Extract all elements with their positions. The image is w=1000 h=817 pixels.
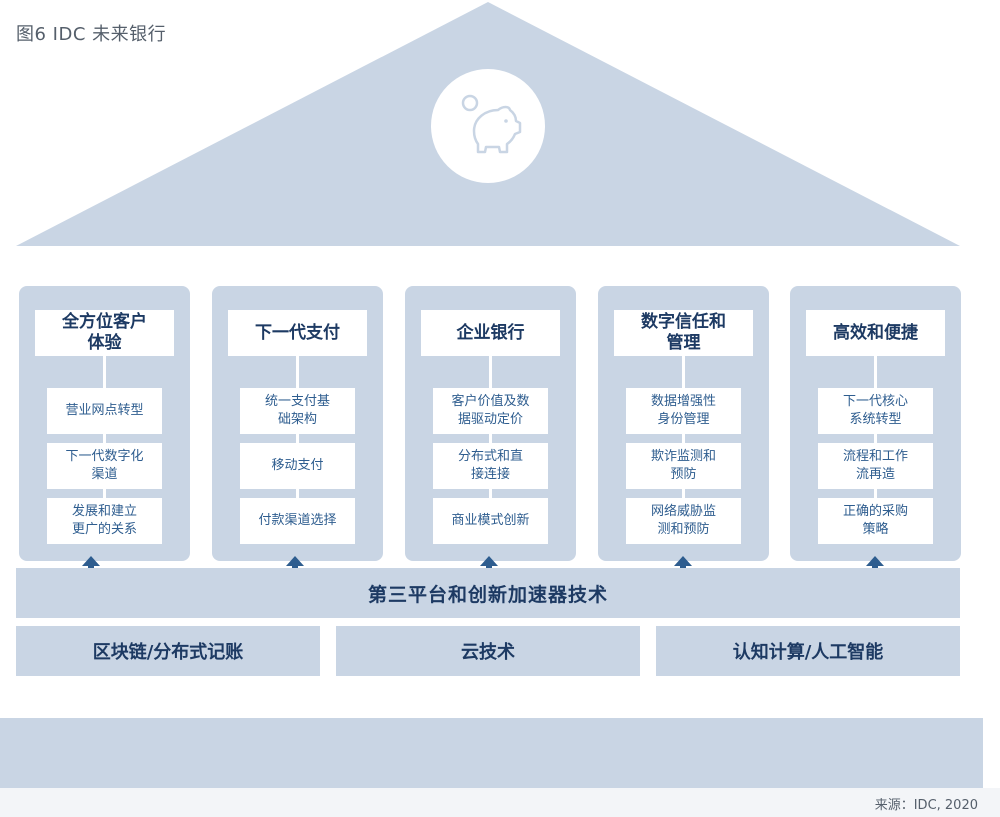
pillar-item: 统一支付基 础架构 — [240, 388, 355, 434]
platform-bar: 第三平台和创新加速器技术 — [16, 568, 960, 618]
bank-foundation — [0, 718, 983, 788]
pillar-item: 下一代数字化 渠道 — [47, 443, 162, 489]
pillar-next-gen-payment: 下一代支付 统一支付基 础架构 移动支付 付款渠道选择 — [212, 286, 383, 561]
figure-title: 图6 IDC 未来银行 — [16, 24, 167, 45]
pillar-item: 付款渠道选择 — [240, 498, 355, 544]
footer-strip — [0, 788, 1000, 817]
pillar-item: 欺诈监测和 预防 — [626, 443, 741, 489]
arrow-up-icon — [866, 556, 884, 576]
pillar-item: 流程和工作 流再造 — [818, 443, 933, 489]
pillar-connector — [874, 336, 877, 536]
pillar-item: 分布式和直 接连接 — [433, 443, 548, 489]
pillar-title: 数字信任和 管理 — [614, 310, 753, 356]
pillar-connector — [103, 336, 106, 536]
pillar-item: 下一代核心 系统转型 — [818, 388, 933, 434]
tech-ai: 认知计算/人工智能 — [656, 626, 960, 676]
pillar-corporate-banking: 企业银行 客户价值及数 据驱动定价 分布式和直 接连接 商业模式创新 — [405, 286, 576, 561]
tech-blockchain: 区块链/分布式记账 — [16, 626, 320, 676]
pillar-item: 网络威胁监 测和预防 — [626, 498, 741, 544]
pillar-item: 发展和建立 更广的关系 — [47, 498, 162, 544]
pillar-item: 商业模式创新 — [433, 498, 548, 544]
tech-cloud: 云技术 — [336, 626, 640, 676]
arrow-up-icon — [82, 556, 100, 576]
pillar-title: 企业银行 — [421, 310, 560, 356]
arrow-up-icon — [674, 556, 692, 576]
pillar-customer-experience: 全方位客户 体验 营业网点转型 下一代数字化 渠道 发展和建立 更广的关系 — [19, 286, 190, 561]
source-note: 来源：IDC, 2020 — [874, 798, 978, 813]
pillar-connector — [682, 336, 685, 536]
piggy-bank-icon — [431, 69, 545, 183]
pillar-connector — [489, 336, 492, 536]
pillar-item: 客户价值及数 据驱动定价 — [433, 388, 548, 434]
arrow-up-icon — [480, 556, 498, 576]
pillar-title: 下一代支付 — [228, 310, 367, 356]
pillar-item: 营业网点转型 — [47, 388, 162, 434]
pillar-item: 正确的采购 策略 — [818, 498, 933, 544]
pillar-efficiency: 高效和便捷 下一代核心 系统转型 流程和工作 流再造 正确的采购 策略 — [790, 286, 961, 561]
arrow-up-icon — [286, 556, 304, 576]
pillar-title: 高效和便捷 — [806, 310, 945, 356]
pillar-item: 数据增强性 身份管理 — [626, 388, 741, 434]
pillar-digital-trust: 数字信任和 管理 数据增强性 身份管理 欺诈监测和 预防 网络威胁监 测和预防 — [598, 286, 769, 561]
pillar-item: 移动支付 — [240, 443, 355, 489]
pillar-connector — [296, 336, 299, 536]
bank-roof — [16, 2, 960, 246]
pillar-title: 全方位客户 体验 — [35, 310, 174, 356]
